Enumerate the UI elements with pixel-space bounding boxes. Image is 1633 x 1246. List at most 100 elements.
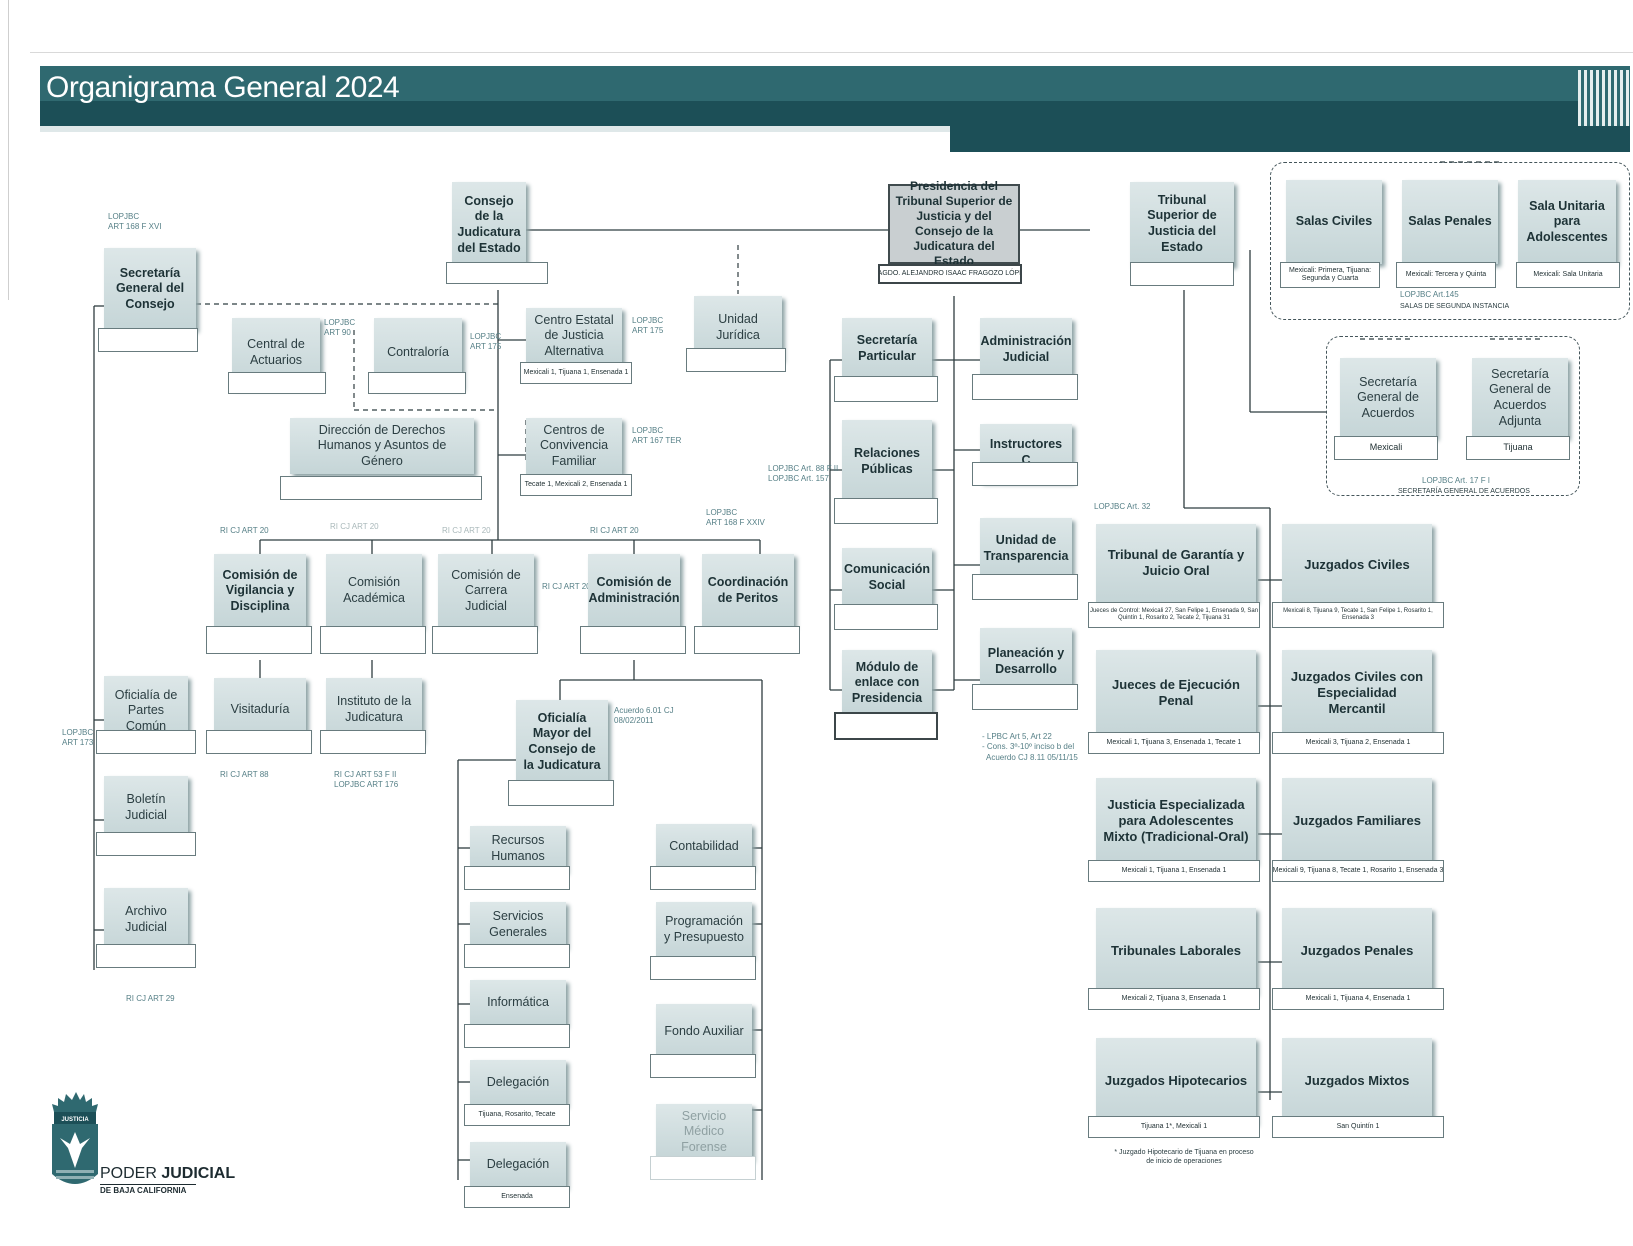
strip-contraloria	[368, 372, 466, 394]
strip-salas-civiles: Mexicali: Primera, Tijuana: Segunda y Cu…	[1280, 262, 1380, 288]
strip-servicio-medico	[650, 1156, 756, 1180]
box-unidad-transparencia[interactable]: Unidad de Transparencia	[980, 518, 1072, 580]
box-delegacion-1[interactable]: Delegación	[470, 1060, 566, 1106]
strip-oficialia-partes	[96, 730, 196, 754]
box-comision-administracion[interactable]: Comisión de Administración	[588, 554, 680, 628]
strip-juzgados-hipotecarios: Tijuana 1*, Mexicali 1	[1088, 1116, 1260, 1138]
strip-juzgados-mixtos: San Quintín 1	[1272, 1116, 1444, 1138]
box-sec-gen-acuerdos[interactable]: Secretaría General de Acuerdos	[1340, 358, 1436, 438]
top-divider	[30, 52, 1633, 53]
note-rij-4: RI CJ ART 20	[590, 526, 639, 535]
salas-group	[1270, 162, 1630, 320]
box-direccion-dh[interactable]: Dirección de Derechos Humanos y Asuntos …	[290, 418, 474, 474]
logo-subtext: DE BAJA CALIFORNIA	[100, 1186, 187, 1195]
box-comision-carrera[interactable]: Comisión de Carrera Judicial	[438, 554, 534, 628]
box-servicio-medico[interactable]: Servicio Médico Forense	[656, 1104, 752, 1160]
strip-centros-convivencia: Tecate 1, Mexicali 2, Ensenada 1	[520, 474, 632, 496]
box-tribunal-garantia[interactable]: Tribunal de Garantía y Juicio Oral	[1096, 524, 1256, 602]
strip-unidad-juridica	[686, 348, 786, 372]
strip-direccion-dh	[280, 476, 482, 500]
box-juzgados-hipotecarios[interactable]: Juzgados Hipotecarios	[1096, 1038, 1256, 1124]
note-instituto-bottom: RI CJ ART 53 F II LOPJBC ART 176	[334, 770, 399, 790]
box-presidencia[interactable]: Presidencia del Tribunal Superior de Jus…	[888, 179, 1020, 268]
box-centro-estatal[interactable]: Centro Estatal de Justicia Alternativa	[526, 308, 622, 364]
box-informatica[interactable]: Informática	[470, 980, 566, 1026]
box-salas-civiles[interactable]: Salas Civiles	[1286, 180, 1382, 264]
strip-delegacion-2: Ensenada	[464, 1186, 570, 1208]
box-modulo-enlace[interactable]: Módulo de enlace con Presidencia	[842, 650, 932, 716]
box-juzgados-familiares[interactable]: Juzgados Familiares	[1282, 778, 1432, 864]
strip-tribunal-superior	[1130, 262, 1234, 286]
strip-presidencia: MAGDO. ALEJANDRO ISAAC FRAGOZO LÓPEZ	[878, 264, 1022, 284]
box-relaciones-publicas[interactable]: Relaciones Públicas	[842, 420, 932, 504]
box-delegacion-2[interactable]: Delegación	[470, 1142, 566, 1188]
box-comision-vigilancia[interactable]: Comisión de Vigilancia y Disciplina	[214, 554, 306, 628]
box-juzgados-mercantil[interactable]: Juzgados Civiles con Especialidad Mercan…	[1282, 650, 1432, 736]
strip-jueces-ejecucion: Mexicali 1, Tijuana 3, Ensenada 1, Tecat…	[1088, 732, 1260, 754]
strip-tribunales-laborales: Mexicali 2, Tijuana 3, Ensenada 1	[1088, 988, 1260, 1010]
box-centros-convivencia[interactable]: Centros de Convivencia Familiar	[526, 418, 622, 474]
box-contabilidad[interactable]: Contabilidad	[656, 824, 752, 870]
note-rij-1: RI CJ ART 20	[220, 526, 269, 535]
note-planeacion: - LPBC Art 5, Art 22 - Cons. 3º-10º inci…	[982, 732, 1078, 762]
strip-sala-unitaria: Mexicali: Sala Unitaria	[1516, 262, 1620, 288]
left-border-line	[8, 0, 9, 300]
strip-administracion-judicial	[972, 374, 1078, 400]
box-consejo[interactable]: Consejo de la Judicatura del Estado	[452, 182, 526, 268]
box-juzgados-civiles[interactable]: Juzgados Civiles	[1282, 524, 1432, 606]
strip-comision-carrera	[432, 626, 538, 654]
logo-text-light: PODER	[100, 1165, 162, 1182]
box-oficialia-mayor[interactable]: Oficialía Mayor del Consejo de la Judica…	[516, 700, 608, 784]
strip-juzgados-penales: Mexicali 1, Tijuana 4, Ensenada 1	[1272, 988, 1444, 1010]
box-sec-gen-acuerdos-adj[interactable]: Secretaría General de Acuerdos Adjunta	[1472, 358, 1568, 438]
box-sala-unitaria[interactable]: Sala Unitaria para Adolescentes	[1518, 180, 1616, 264]
note-rij-2: RI CJ ART 20	[330, 522, 379, 531]
strip-informatica	[464, 1024, 570, 1048]
box-archivo-judicial[interactable]: Archivo Judicial	[104, 888, 188, 952]
strip-contabilidad	[650, 866, 756, 890]
box-fondo-auxiliar[interactable]: Fondo Auxiliar	[656, 1004, 752, 1060]
acuerdos-group	[1326, 336, 1580, 496]
box-recursos-humanos[interactable]: Recursos Humanos	[470, 826, 566, 872]
box-servicios-generales[interactable]: Servicios Generales	[470, 902, 566, 948]
note-salas-sub: SALAS DE SEGUNDA INSTANCIA	[1400, 303, 1510, 310]
strip-delegacion-1: Tijuana, Rosarito, Tecate	[464, 1104, 570, 1126]
note-hipotecarios: * Juzgado Hipotecario de Tijuana en proc…	[1114, 1149, 1254, 1166]
banner-underline	[40, 126, 950, 132]
strip-sec-gen-acuerdos: Mexicali	[1334, 436, 1438, 460]
poder-judicial-logo: JUSTICIA	[52, 1092, 98, 1184]
strip-fondo-auxiliar	[650, 1054, 756, 1078]
strip-modulo-enlace	[834, 712, 938, 740]
box-administracion-judicial[interactable]: Administración Judicial	[980, 318, 1072, 382]
box-tribunales-laborales[interactable]: Tribunales Laborales	[1096, 908, 1256, 994]
strip-tribunal-garantia: Jueces de Control: Mexicali 27, San Feli…	[1088, 602, 1260, 628]
note-sec-consejo: LOPJBC ART 168 F XVI	[108, 212, 162, 232]
box-sec-gen-consejo[interactable]: Secretaría General del Consejo	[104, 248, 196, 330]
strip-central-actuarios	[228, 372, 326, 394]
box-salas-penales[interactable]: Salas Penales	[1402, 180, 1498, 264]
banner-stripes	[1578, 70, 1630, 126]
box-juzgados-mixtos[interactable]: Juzgados Mixtos	[1282, 1038, 1432, 1124]
strip-comision-academica	[320, 626, 426, 654]
box-tribunal-superior[interactable]: Tribunal Superior de Justicia del Estado	[1130, 182, 1234, 266]
box-programacion[interactable]: Programación y Presupuesto	[656, 902, 752, 958]
box-secretaria-particular[interactable]: Secretaría Particular	[842, 318, 932, 380]
box-coordinacion-peritos[interactable]: Coordinación de Peritos	[702, 554, 794, 628]
strip-boletin-judicial	[96, 832, 196, 856]
note-central-actuarios: LOPJBC ART 90	[324, 318, 356, 338]
box-juzgados-penales[interactable]: Juzgados Penales	[1282, 908, 1432, 994]
box-justicia-adolescentes[interactable]: Justicia Especializada para Adolescentes…	[1096, 778, 1256, 864]
box-boletin-judicial[interactable]: Boletín Judicial	[104, 776, 188, 840]
note-contraloria: LOPJBC ART 175	[470, 332, 502, 352]
box-comision-academica[interactable]: Comisión Académica	[326, 554, 422, 628]
strip-planeacion	[972, 684, 1078, 710]
note-oficialia-mayor: Acuerdo 6.01 CJ 08/02/2011	[614, 706, 674, 726]
strip-secretaria-particular	[834, 376, 938, 402]
strip-juzgados-familiares: Mexicali 9, Tijuana 8, Tecate 1, Rosarit…	[1272, 860, 1444, 882]
box-jueces-ejecucion[interactable]: Jueces de Ejecución Penal	[1096, 650, 1256, 736]
strip-programacion	[650, 956, 756, 980]
box-comunicacion-social[interactable]: Comunicación Social	[842, 548, 932, 608]
logo-rule	[100, 1184, 196, 1185]
note-relaciones-publicas: LOPJBC Art. 88 F II LOPJBC Art. 157	[768, 464, 839, 484]
